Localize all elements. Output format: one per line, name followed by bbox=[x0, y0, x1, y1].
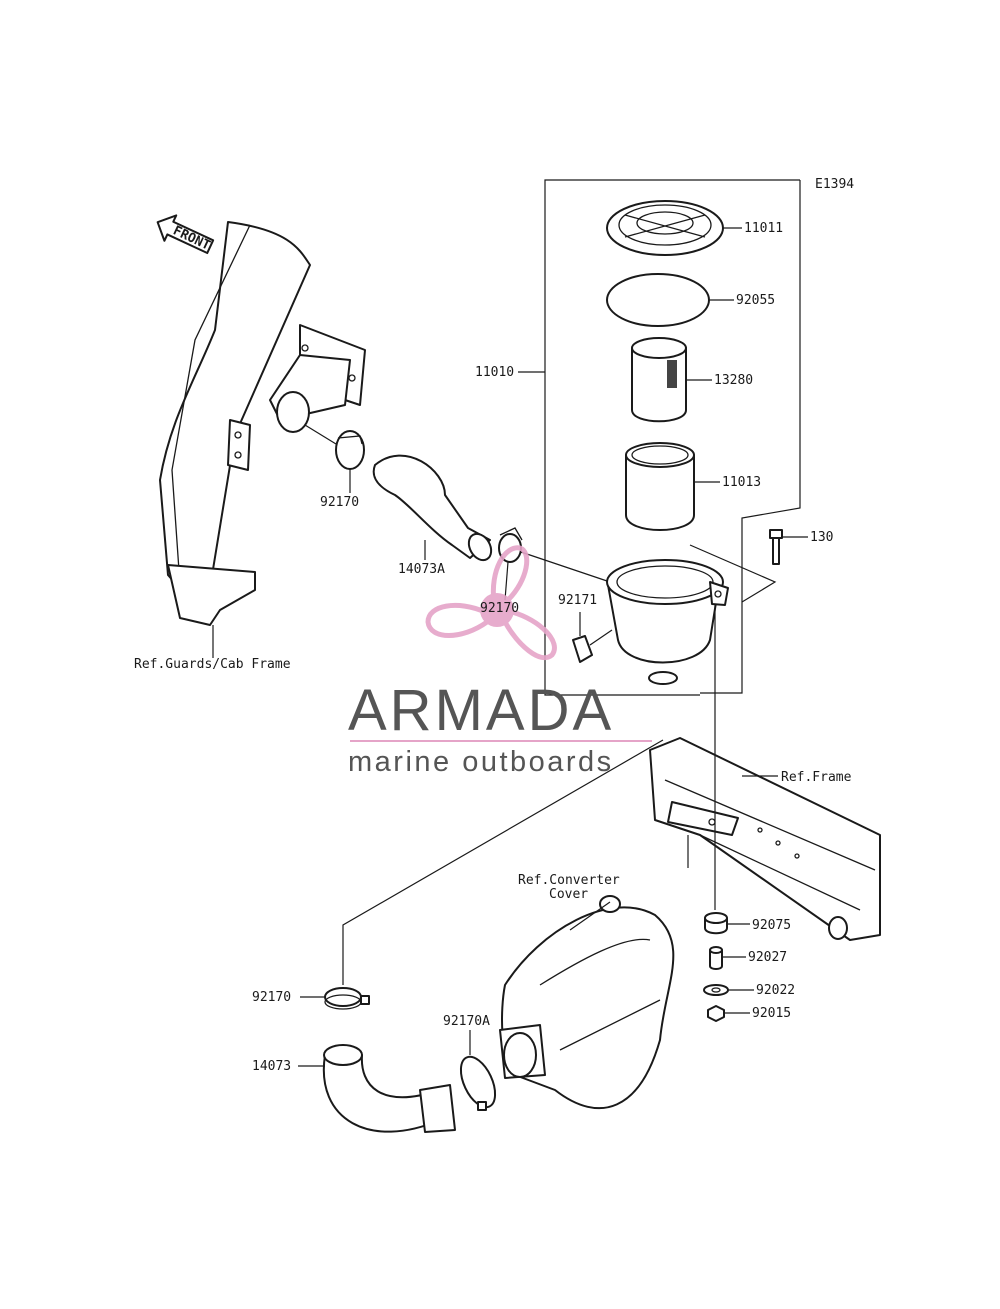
label-14073: 14073 bbox=[252, 1059, 291, 1074]
o-ring-92055 bbox=[606, 273, 734, 327]
cab-frame-tube bbox=[159, 221, 366, 658]
label-92015: 92015 bbox=[752, 1006, 791, 1021]
label-92170-low: 92170 bbox=[252, 990, 291, 1005]
label-92075: 92075 bbox=[752, 918, 791, 933]
label-11010: 11010 bbox=[475, 365, 514, 380]
label-92022: 92022 bbox=[756, 983, 795, 998]
propeller-logo bbox=[425, 545, 557, 661]
label-14073A: 14073A bbox=[398, 562, 445, 577]
label-ref-guards: Ref.Guards/Cab Frame bbox=[134, 657, 291, 672]
front-direction-arrow: FRONT bbox=[156, 214, 215, 255]
intake-hose-14073A bbox=[372, 454, 493, 562]
diagram-code: E1394 bbox=[815, 177, 854, 192]
label-13280: 13280 bbox=[714, 373, 753, 388]
label-92170-mid: 92170 bbox=[480, 601, 519, 616]
label-11011: 11011 bbox=[744, 221, 783, 236]
armada-watermark: 92170 ARMADA marine outboards bbox=[348, 545, 652, 778]
front-arrow-label: FRONT bbox=[171, 223, 213, 253]
label-92027: 92027 bbox=[748, 950, 787, 965]
propeller-blade-right bbox=[502, 609, 557, 661]
propeller-blade-left bbox=[425, 602, 490, 638]
filter-element-11013 bbox=[625, 442, 720, 531]
group-bracket-11010 bbox=[518, 179, 801, 696]
vehicle-frame bbox=[649, 605, 881, 941]
mount-hardware-stack bbox=[703, 912, 754, 1022]
air-cleaner-cap-11011 bbox=[606, 200, 742, 256]
clamp-92171 bbox=[572, 612, 613, 663]
label-92170-top: 92170 bbox=[320, 495, 359, 510]
label-92170A: 92170A bbox=[443, 1014, 490, 1029]
intake-hose-14073 bbox=[298, 1044, 456, 1133]
label-ref-frame: Ref.Frame bbox=[781, 770, 852, 785]
hose-clamp-92170-top bbox=[304, 424, 365, 493]
label-92055: 92055 bbox=[736, 293, 775, 308]
hose-clamp-92170A bbox=[459, 1030, 497, 1111]
bolt-130 bbox=[769, 529, 808, 565]
converter-cover bbox=[499, 895, 675, 1110]
filter-element-13280 bbox=[631, 337, 712, 423]
label-92171: 92171 bbox=[558, 593, 597, 608]
label-ref-converter-1: Ref.Converter bbox=[518, 873, 620, 888]
watermark-tagline: marine outboards bbox=[348, 746, 614, 778]
label-130: 130 bbox=[810, 530, 833, 545]
label-11013: 11013 bbox=[722, 475, 761, 490]
propeller-blade-top bbox=[490, 545, 530, 605]
label-ref-converter-2: Cover bbox=[549, 887, 588, 902]
watermark-brand: ARMADA bbox=[348, 678, 614, 743]
leader-lower-clamp bbox=[342, 739, 664, 985]
air-cleaner-housing bbox=[606, 544, 777, 685]
hose-clamp-92170-low bbox=[300, 987, 370, 1010]
propeller-hub bbox=[480, 593, 514, 627]
